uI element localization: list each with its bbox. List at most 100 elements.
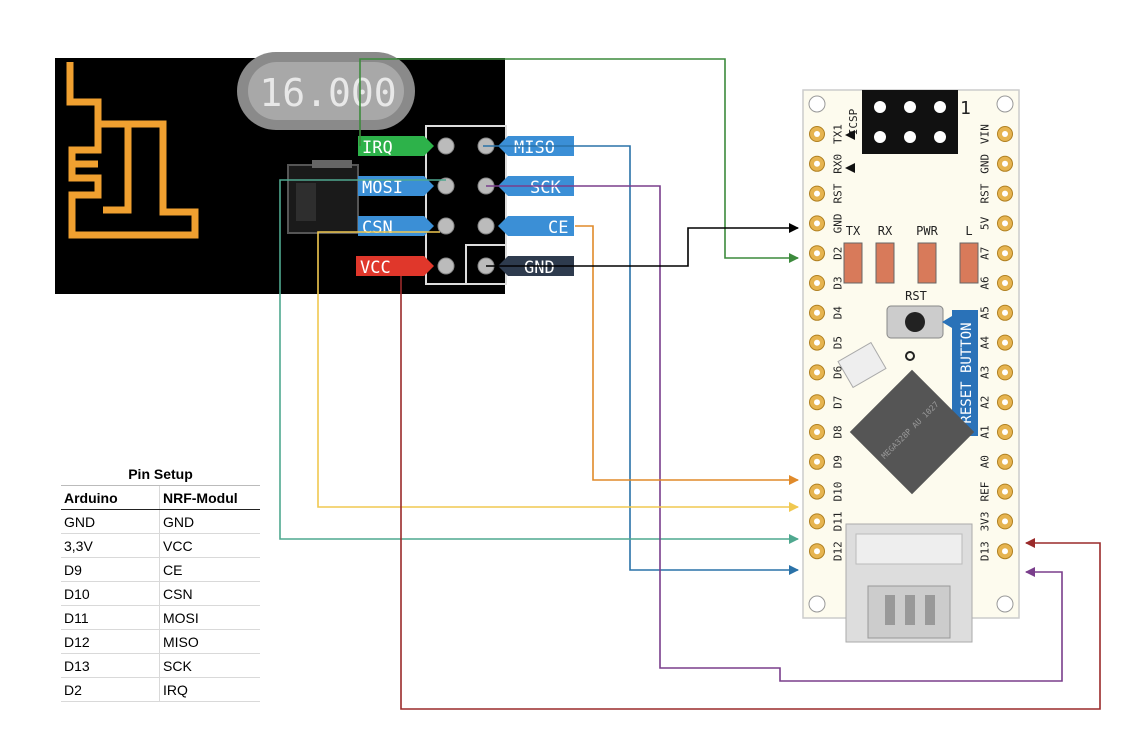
pin-hole xyxy=(1002,518,1008,525)
pin-label-right-a2: A2 xyxy=(979,396,992,409)
pin-hole xyxy=(814,518,820,525)
rst-button-label: RST xyxy=(905,289,927,303)
status-leds: TX RX PWR L xyxy=(843,224,979,284)
pin-label-right-a7: A7 xyxy=(979,247,992,260)
pin-label-left-d11: D11 xyxy=(832,511,845,531)
wire-ce xyxy=(575,225,799,485)
column-header: NRF-Modul xyxy=(159,485,260,510)
pin-label-left-d6: D6 xyxy=(832,366,845,379)
svg-text:RESET BUTTON: RESET BUTTON xyxy=(959,322,975,423)
pin-label-left-d8: D8 xyxy=(832,425,845,438)
pin-hole xyxy=(1002,280,1008,286)
table-cell: GND xyxy=(159,509,260,534)
pin-label-left-rst: RST xyxy=(832,183,845,203)
pin-tag-vcc: VCC xyxy=(356,256,434,278)
pin-hole xyxy=(1002,190,1008,197)
wire-miso xyxy=(483,145,799,575)
svg-text:CSN: CSN xyxy=(362,218,393,238)
pin-hole xyxy=(814,220,820,227)
pin-hole xyxy=(1002,458,1008,465)
pin-hole xyxy=(814,399,820,406)
pin-hole xyxy=(1002,488,1008,495)
pin-label-right-a3: A3 xyxy=(979,366,992,379)
pin-tag-csn: CSN xyxy=(358,216,434,238)
pin-tag-irq: IRQ xyxy=(358,136,434,158)
svg-text:CE: CE xyxy=(548,218,568,238)
svg-text:L: L xyxy=(965,224,972,238)
antenna-trace xyxy=(66,62,199,239)
wire-vcc xyxy=(400,276,1101,710)
pin-hole xyxy=(814,369,820,376)
pin-hole xyxy=(1002,429,1008,435)
table-title-row: Pin Setup xyxy=(61,462,260,486)
pin-tag-mosi: MOSI xyxy=(358,176,434,198)
pin-label-left-d10: D10 xyxy=(832,482,845,502)
svg-text:PWR: PWR xyxy=(916,224,938,238)
pin-hole xyxy=(1002,339,1008,346)
pin-hole xyxy=(814,548,820,555)
table-cell: D12 xyxy=(61,629,160,654)
pin-hole xyxy=(814,160,820,167)
pin-tag-ce: CE xyxy=(498,216,574,238)
table-cell: D11 xyxy=(61,605,160,630)
table-cell: MISO xyxy=(159,629,260,654)
svg-text:SCK: SCK xyxy=(530,178,561,198)
table-cell: CE xyxy=(159,557,260,582)
pin-hole xyxy=(814,429,820,435)
pin-label-right-a4: A4 xyxy=(979,336,992,350)
nrf-module: 16.000 IRQ MOSI CSN VCC xyxy=(55,52,574,294)
pin-label-right-d13: D13 xyxy=(979,541,992,561)
reset-button-callout: RESET BUTTON xyxy=(942,310,978,436)
table-cell: D9 xyxy=(61,557,160,582)
pin-label-right-3v3: 3V3 xyxy=(979,511,992,531)
pin-hole xyxy=(814,458,820,465)
wire-irq xyxy=(359,58,799,263)
pin-hole xyxy=(814,339,820,346)
svg-text:RX: RX xyxy=(878,224,893,238)
pin-tag-sck: SCK xyxy=(498,176,574,198)
crystal-label: 16.000 xyxy=(259,71,396,115)
pin-label-right-ref: REF xyxy=(979,482,992,502)
wire-mosi xyxy=(279,179,799,544)
table-cell: IRQ xyxy=(159,677,260,702)
wire-csn xyxy=(317,231,799,512)
pin-label-left-d5: D5 xyxy=(832,336,845,349)
pin-hole xyxy=(814,190,820,197)
pin-hole xyxy=(1002,131,1008,137)
table-cell: D10 xyxy=(61,581,160,606)
pin-hole xyxy=(814,280,820,286)
pin-label-right-a1: A1 xyxy=(979,425,992,438)
pin-hole xyxy=(1002,548,1008,555)
pin-tag-miso: MISO xyxy=(498,136,574,158)
table-cell: VCC xyxy=(159,533,260,558)
arduino-nano: ICSP 1 TX RX PWR L RST RESET BUTTON MEGA… xyxy=(802,89,1020,643)
pin-label-left-gnd: GND xyxy=(832,213,845,233)
pin-hole xyxy=(814,131,820,137)
pin-label-right-gnd: GND xyxy=(979,154,992,174)
wires xyxy=(279,58,1101,710)
pin-hole xyxy=(1002,250,1008,257)
svg-text:IRQ: IRQ xyxy=(362,138,393,158)
table-cell: GND xyxy=(61,509,160,534)
pin-hole xyxy=(1002,369,1008,376)
pin-hole xyxy=(1002,160,1008,167)
pin-hole xyxy=(1002,399,1008,406)
pin-label-right-rst: RST xyxy=(979,183,992,203)
table-cell: CSN xyxy=(159,581,260,606)
table-cell: 3,3V xyxy=(61,533,160,558)
wire-gnd xyxy=(486,223,799,267)
column-header: Arduino xyxy=(61,485,160,510)
pin-label-right-5v: 5V xyxy=(979,216,992,230)
pin-label-left-d4: D4 xyxy=(832,306,845,320)
pin-hole xyxy=(1002,220,1008,227)
svg-text:TX: TX xyxy=(846,224,861,238)
icsp-label: ICSP xyxy=(847,108,860,135)
